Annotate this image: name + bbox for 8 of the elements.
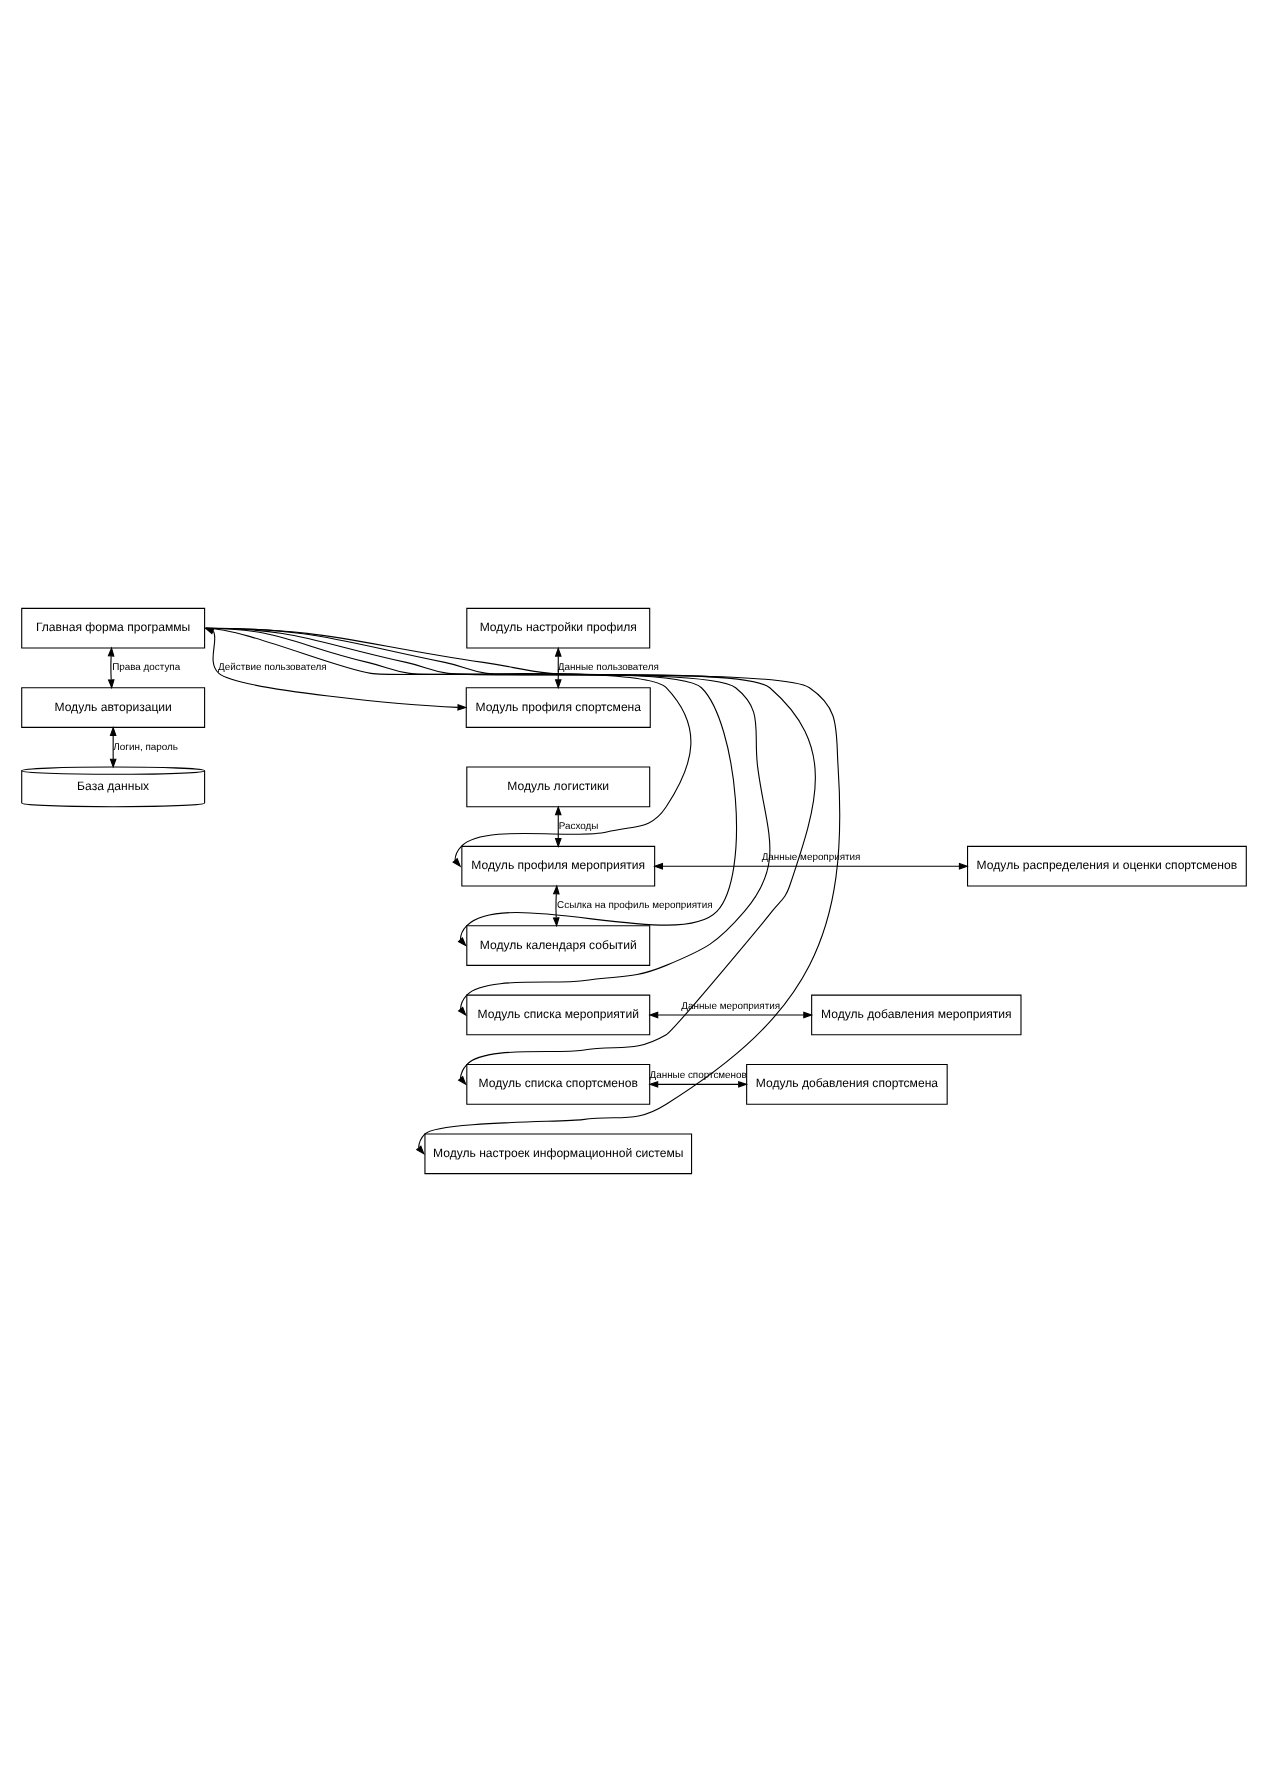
arrow xyxy=(554,804,562,847)
arrow xyxy=(554,645,562,689)
arrow xyxy=(653,861,969,869)
arrow xyxy=(107,645,115,689)
arrow xyxy=(648,1010,814,1018)
arrow xyxy=(109,725,117,768)
arrow xyxy=(552,883,560,927)
arrow xyxy=(648,1079,749,1087)
